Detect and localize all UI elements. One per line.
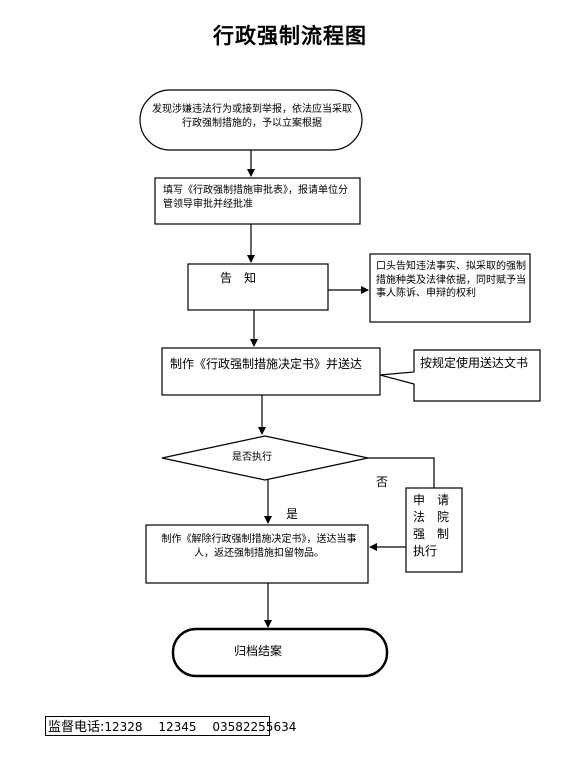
decision-text: 制作《行政强制措施决定书》并送达 [170,357,363,371]
footer-label: 监督电话: [48,720,105,735]
end-text: 归档结案 [234,644,283,658]
notify-text: 告 知 [219,271,256,285]
notify-box [187,263,329,311]
yes-label: 是 [286,507,299,521]
fill-form-text: 填写《行政强制措施审批表》，报请单位分管领导审批并经批准 [163,185,348,210]
notify-note-text: 口头告知违法事实、拟采取的强制措施种类及法律依据，同时赋予当事人陈诉、申辩的权利 [376,261,526,299]
decision-note-callout [379,349,541,402]
supervision-phone: 监督电话:12328 12345 03582255634 [45,716,296,736]
no-label: 否 [376,475,389,489]
page-title: 行政强制流程图 [213,23,367,48]
decision-note-text: 按规定使用送达文书 [420,356,529,370]
court-text: 申 请 法 院 强 制 执行 [413,493,450,559]
end-terminator [171,627,389,678]
release-box [145,524,369,584]
notify-note-box [369,253,531,323]
decision-box [161,347,381,396]
court-box [405,487,463,573]
release-text: 制作《解除行政强制措施决定书》，送达当事人，返还强制措施扣留物品。 [161,534,357,559]
footer-phones: 12328 12345 03582255634 [104,720,297,734]
start-text: 发现涉嫌违法行为或接到举报，依法应当采取行政强制措施的，予以立案根据 [152,104,352,129]
line-no-branch [368,457,435,488]
fill-form-box [154,177,361,225]
execute-check-text: 是否执行 [232,452,272,463]
